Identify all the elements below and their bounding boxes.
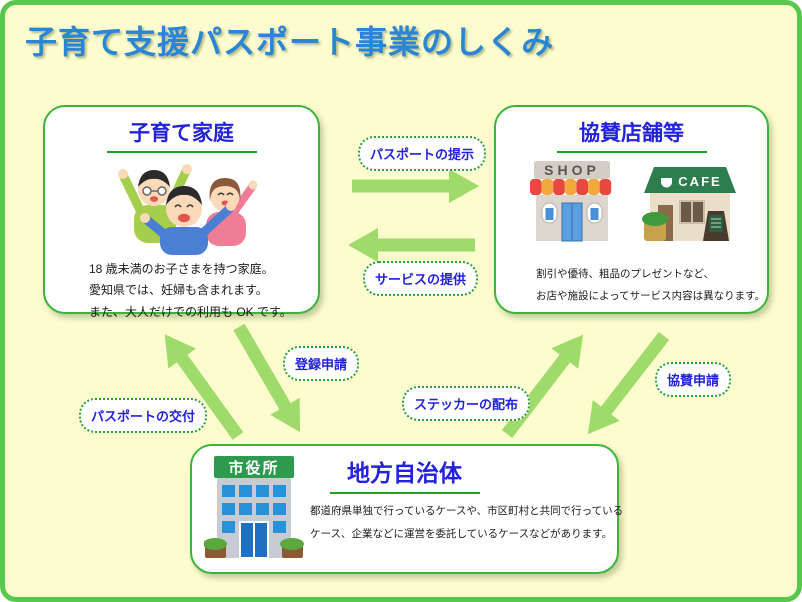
label-registration-apply: 登録申請 xyxy=(283,346,360,381)
city-hall-illustration: 市役所 xyxy=(204,456,304,559)
family-line: 愛知県では、妊婦も含まれます。 xyxy=(89,283,268,298)
cafe-sign-text: CAFE xyxy=(678,174,721,189)
city-hall-sign-text: 市役所 xyxy=(228,459,279,477)
child-figure xyxy=(140,186,236,255)
shop-storefront-icon: SHOP xyxy=(529,161,611,242)
happy-family-illustration xyxy=(118,164,258,255)
shops-box-heading: 協賛店舗等 xyxy=(579,122,684,145)
label-sponsor-apply: 協賛申請 xyxy=(655,362,732,397)
heading-underline xyxy=(556,151,707,153)
arrow-family-to-gov xyxy=(233,323,301,433)
flow-arrows-layer xyxy=(164,169,670,440)
arrow-shops-to-gov xyxy=(587,332,670,435)
family-line: また、大人だけでの利用も OK です。 xyxy=(89,304,292,319)
family-line: 18 歳未満のお子さまを持つ家庭。 xyxy=(89,262,274,276)
shops-box-description: 割引や優待、粗品のプレゼントなど、 お店や施設によってサービス内容は異なります。 xyxy=(536,263,766,307)
label-sticker-distribute: ステッカーの配布 xyxy=(402,386,531,421)
government-box: 市役所 地方自治体 都道府県単独で行っているケースや、市区町村と共同で行っている… xyxy=(190,444,624,574)
family-box: 子育て家庭 xyxy=(43,105,320,319)
label-passport-issue: パスポートの交付 xyxy=(79,398,208,433)
shops-line: お店や施設によってサービス内容は異なります。 xyxy=(536,290,766,303)
family-box-description: 18 歳未満のお子さまを持つ家庭。 愛知県では、妊婦も含まれます。 また、大人だ… xyxy=(89,259,308,323)
shop-and-cafe-illustration: SHOP CAFE xyxy=(529,161,736,242)
label-passport-show: パスポートの提示 xyxy=(358,136,487,171)
government-line: ケース、企業などに運営を委託しているケースなどがあります。 xyxy=(310,527,613,540)
government-box-heading: 地方自治体 xyxy=(347,460,462,486)
heading-underline xyxy=(329,492,480,494)
cafe-storefront-icon: CAFE xyxy=(641,167,736,241)
government-line: 都道府県単独で行っているケースや、市区町村と共同で行っている xyxy=(310,505,624,517)
shops-box: 協賛店舗等 SHOP xyxy=(494,105,769,314)
government-box-description: 都道府県単独で行っているケースや、市区町村と共同で行っている ケース、企業などに… xyxy=(310,500,624,545)
arrow-gov-to-family xyxy=(164,334,244,440)
label-service-provide: サービスの提供 xyxy=(363,261,479,296)
family-box-heading: 子育て家庭 xyxy=(129,122,234,145)
arrow-gov-to-shops xyxy=(501,334,584,438)
heading-underline xyxy=(106,151,257,153)
page-title: 子育て支援パスポート事業のしくみ xyxy=(25,24,555,60)
shop-sign-text: SHOP xyxy=(544,162,600,178)
shops-line: 割引や優待、粗品のプレゼントなど、 xyxy=(536,268,714,280)
